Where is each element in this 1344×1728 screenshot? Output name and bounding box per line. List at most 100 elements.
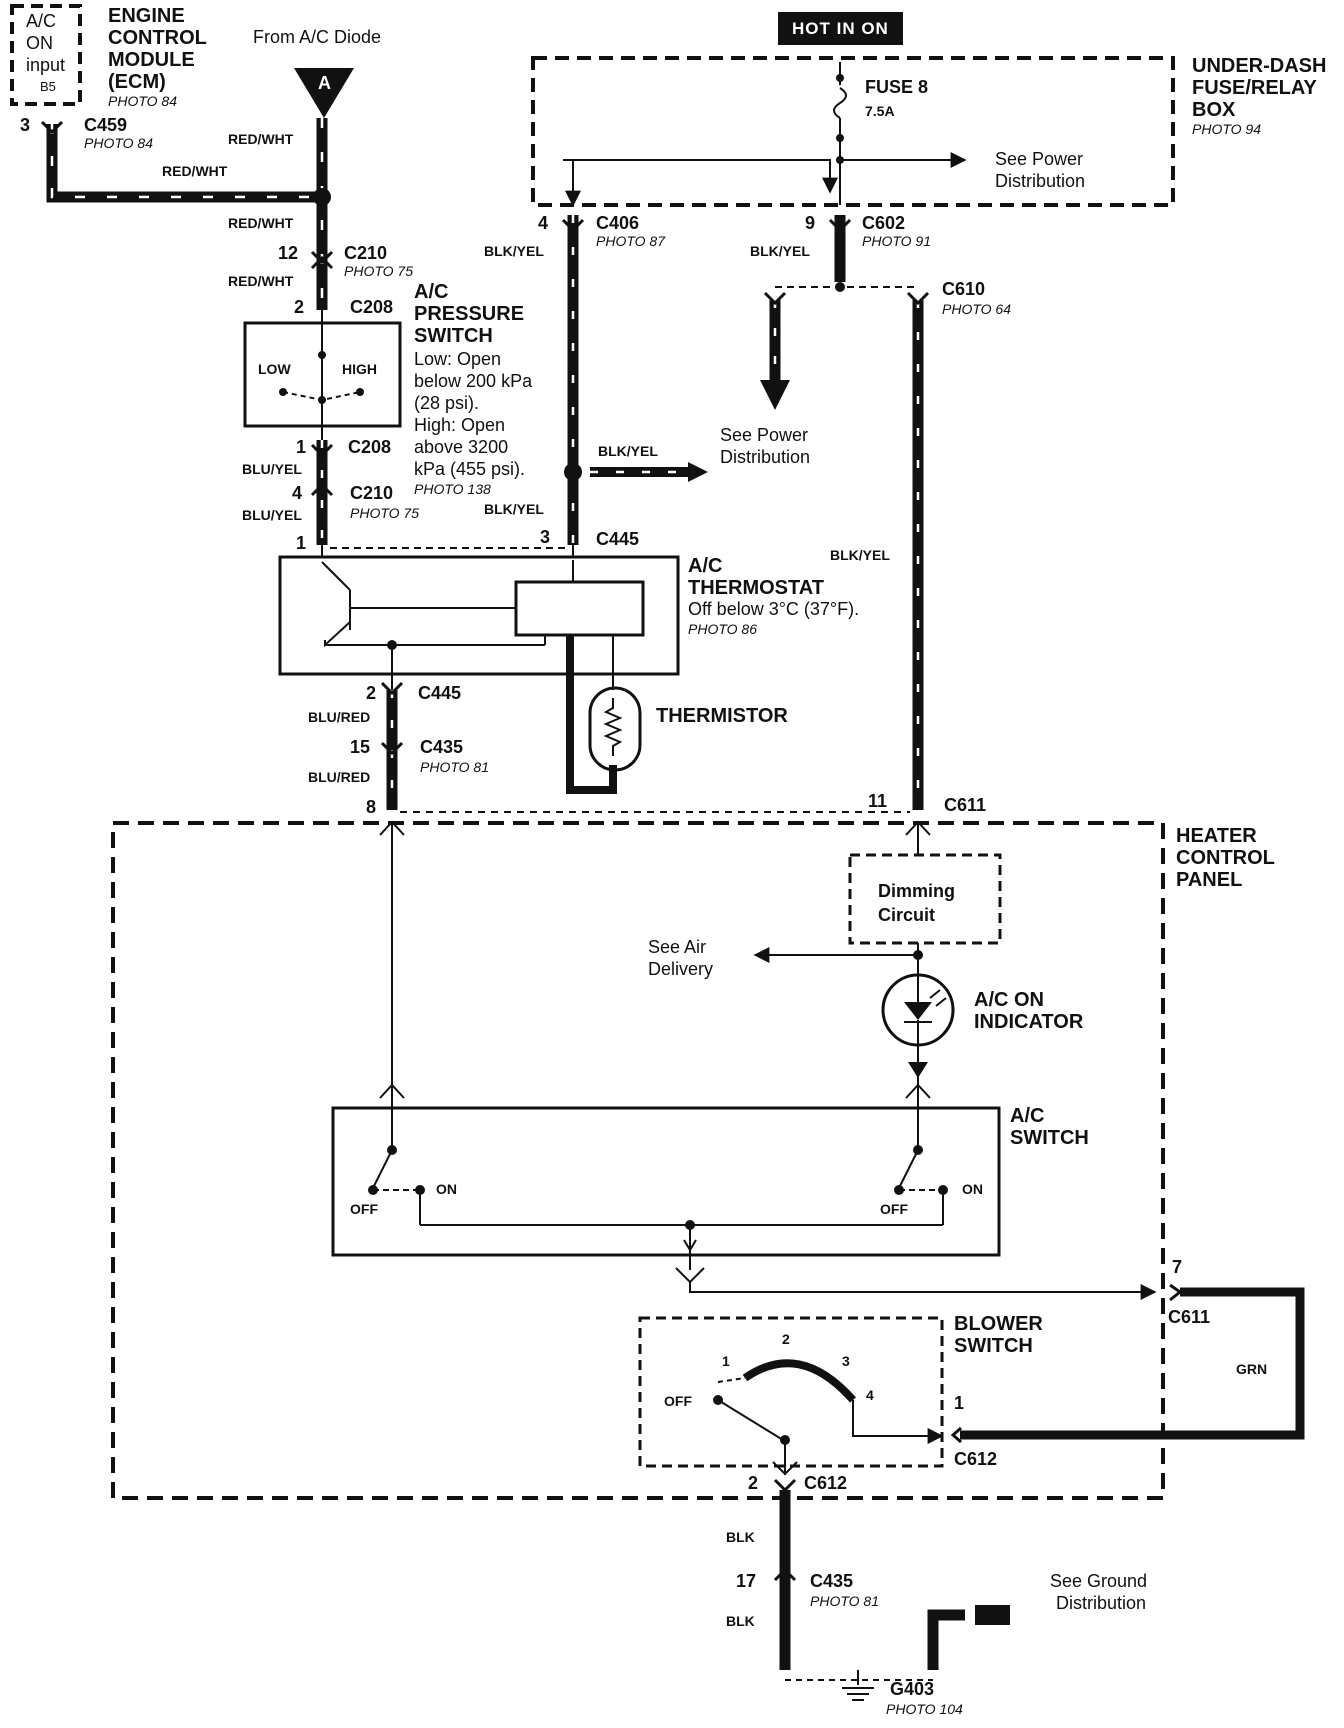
see-air-line1: See Air: [648, 937, 707, 957]
heater-panel-title-2: CONTROL: [1176, 847, 1275, 869]
dimming-circuit-box: [848, 853, 1002, 945]
pressure-switch-photo: PHOTO 138: [414, 481, 491, 497]
wire-label-red-wht-1: RED/WHT: [228, 131, 294, 147]
splice-blk-yel: [564, 463, 582, 481]
c612-right-pin: 1: [954, 1393, 965, 1413]
wire-label-blu-red-1: BLU/RED: [308, 709, 371, 725]
c445-name-2: C445: [418, 683, 462, 703]
see-power-2-line1: See Power: [720, 425, 809, 445]
ac-switch-on-1: ON: [436, 1181, 457, 1197]
thermistor-body: [588, 686, 642, 772]
c435-top-name: C435: [420, 737, 464, 757]
see-power-1-line2: Distribution: [995, 171, 1086, 191]
wire-label-blk-2: BLK: [726, 1613, 755, 1629]
c459-name: C459: [84, 115, 128, 135]
thermostat-title-2: THERMOSTAT: [688, 577, 824, 599]
under-dash-fuse-box: [531, 56, 1175, 207]
heater-control-panel-box: [111, 821, 1165, 1500]
wire-label-blk-yel-2: BLK/YEL: [750, 243, 810, 259]
c406-name: C406: [596, 213, 640, 233]
wire-label-grn: GRN: [1236, 1361, 1268, 1377]
blower-pos-4: 4: [866, 1387, 874, 1403]
c611-bot-name: C611: [1168, 1307, 1211, 1327]
wire-label-red-wht-3: RED/WHT: [228, 215, 294, 231]
ecm-title-3: MODULE: [108, 49, 195, 71]
c210-top-photo: PHOTO 75: [344, 263, 413, 279]
ecm-input-box: [10, 4, 82, 106]
g403-photo: PHOTO 104: [886, 1701, 963, 1717]
wire-grn: [960, 1287, 1305, 1440]
c459-pin: 3: [20, 115, 31, 135]
c210-top-pin: 12: [278, 243, 299, 263]
pressure-switch-desc-5: above 3200: [414, 437, 509, 457]
thermostat-photo: PHOTO 86: [688, 621, 757, 637]
from-ac-diode-label: From A/C Diode: [253, 27, 382, 47]
ac-on-indicator-line1: A/C ON: [974, 989, 1044, 1011]
c611-top-name: C611: [944, 795, 987, 815]
wire-label-red-wht-2: RED/WHT: [162, 163, 228, 179]
wire-label-blu-red-2: BLU/RED: [308, 769, 371, 785]
c435-bot-pin: 17: [736, 1571, 757, 1591]
blower-switch-title-2: SWITCH: [954, 1335, 1033, 1357]
c435-top-photo: PHOTO 81: [420, 759, 489, 775]
ground-dist-line1: See Ground: [1050, 1571, 1148, 1591]
c445-pin-2: 2: [366, 683, 377, 703]
wire-label-blk-yel-5: BLK/YEL: [830, 547, 890, 563]
dimming-circuit-line1: Dimming: [878, 881, 956, 901]
c602-photo: PHOTO 91: [862, 233, 931, 249]
c210-bot-name: C210: [350, 483, 394, 503]
see-air-line2: Delivery: [648, 959, 714, 979]
ecm-photo: PHOTO 84: [108, 93, 177, 109]
c610-name: C610: [942, 279, 986, 299]
ecm-input-label-3: input: [26, 55, 66, 75]
c435-top-pin: 15: [350, 737, 371, 757]
c208-bot-name: C208: [348, 437, 392, 457]
c210-top-name: C210: [344, 243, 388, 263]
ecm-input-label-1: A/C: [26, 11, 57, 31]
wire-label-blu-yel-1: BLU/YEL: [242, 461, 302, 477]
ecm-title-1: ENGINE: [108, 5, 185, 27]
fuse-8-rating: 7.5A: [865, 103, 895, 119]
ac-switch-box: [331, 1106, 1001, 1257]
c610-photo: PHOTO 64: [942, 301, 1011, 317]
heater-panel-title-3: PANEL: [1176, 869, 1243, 891]
blower-switch-box: [638, 1316, 944, 1468]
c208-bot-pin: 1: [296, 437, 307, 457]
c435-bot-photo: PHOTO 81: [810, 1593, 879, 1609]
dimming-circuit-line2: Circuit: [878, 905, 936, 925]
see-power-2-line2: Distribution: [720, 447, 811, 467]
ecm-pin-label: B5: [40, 79, 56, 94]
fuse-8-symbol: [833, 87, 847, 119]
thermostat-title-1: A/C: [688, 555, 723, 577]
c445-pin-1: 1: [296, 533, 307, 553]
pressure-switch-title-1: A/C: [414, 281, 449, 303]
ac-switch-title-2: SWITCH: [1010, 1127, 1089, 1149]
ac-switch-on-2: ON: [962, 1181, 983, 1197]
ground-dist-line2: Distribution: [1056, 1593, 1147, 1613]
ac-on-indicator-line2: INDICATOR: [974, 1011, 1084, 1033]
ground-symbol-icon: [842, 1670, 874, 1701]
connector-a-label: A: [318, 73, 331, 93]
c210-bot-pin: 4: [292, 483, 303, 503]
ac-switch-title-1: A/C: [1010, 1105, 1045, 1127]
under-dash-title-3: BOX: [1192, 99, 1236, 121]
ecm-title-4: (ECM): [108, 71, 166, 93]
wire-label-blk-yel-3: BLK/YEL: [598, 443, 658, 459]
thermostat-box: [278, 555, 680, 676]
c208-top-pin: 2: [294, 297, 305, 317]
under-dash-title-1: UNDER-DASH: [1192, 55, 1327, 77]
blower-off: OFF: [664, 1393, 692, 1409]
c445-pin-3: 3: [540, 527, 551, 547]
pressure-switch-desc-2: below 200 kPa: [414, 371, 533, 391]
ecm-input-label-2: ON: [26, 33, 53, 53]
g403-name: G403: [890, 1679, 935, 1699]
pressure-switch-title-2: PRESSURE: [414, 303, 525, 325]
wire-label-blk-1: BLK: [726, 1529, 755, 1545]
thermostat-desc: Off below 3°C (37°F).: [688, 599, 860, 619]
c611-bot-pin: 7: [1172, 1257, 1183, 1277]
wire-label-blk-yel-4: BLK/YEL: [484, 501, 544, 517]
c602-pin: 9: [805, 213, 816, 233]
ecm-title-2: CONTROL: [108, 27, 207, 49]
blower-pos-3: 3: [842, 1353, 850, 1369]
pressure-switch-title-3: SWITCH: [414, 325, 493, 347]
